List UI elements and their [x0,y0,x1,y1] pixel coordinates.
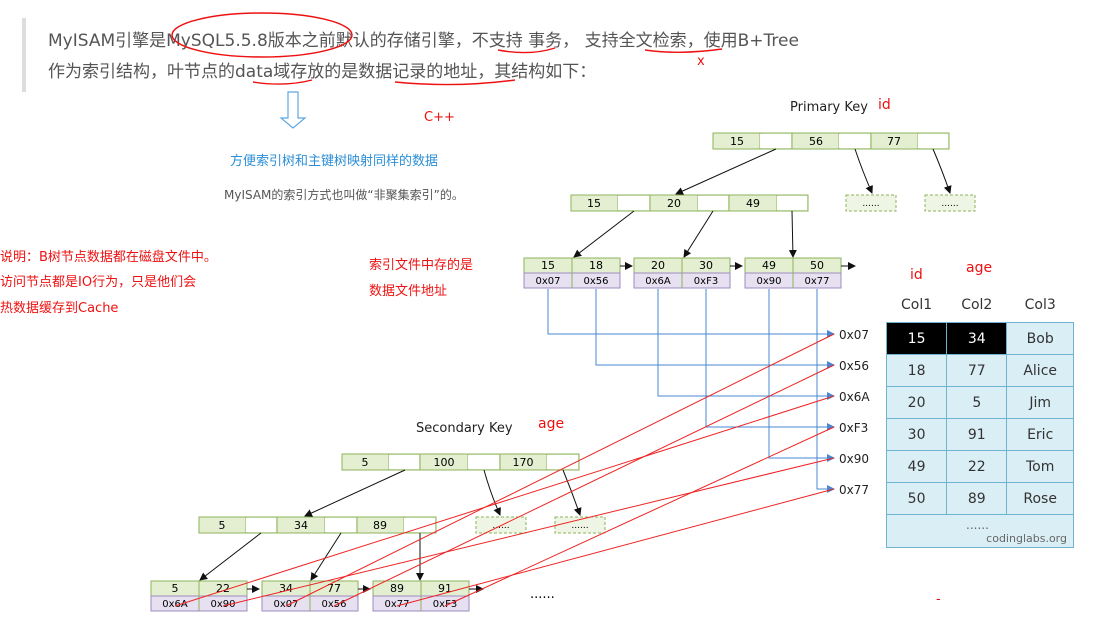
address-label: 0xF3 [839,421,868,435]
primary-level2-node: 15 20 49 [570,194,809,212]
svg-text:0x56: 0x56 [583,276,608,287]
svg-text:0x6A: 0x6A [645,276,671,287]
column-header: Col3 [1024,297,1056,313]
x-mark: x [697,54,705,69]
secondary-level2-node: 5 34 89 [198,516,437,534]
primary-root-node: 15 56 77 [712,132,950,150]
red-mapping-lines [174,333,835,607]
column-header: Col2 [961,297,993,313]
address-label: 0x6A [839,390,870,404]
svg-text:0xF3: 0xF3 [433,599,457,610]
stray-dash: - [936,592,941,607]
svg-text:0x6A: 0x6A [162,599,188,610]
address-label: 0x56 [839,359,869,373]
svg-text:20: 20 [651,259,665,272]
secondary-key-title: Secondary Key [416,421,513,436]
secondary-age-label: age [538,416,565,432]
explain-line-1: 说明：B树节点数据都在磁盘文件中。 [0,250,217,265]
index-file-note-2: 数据文件地址 [369,284,448,299]
table-row: 30 91 Eric [885,418,1074,451]
mapping-note: 方便索引树和主键树映射同样的数据 [230,154,439,169]
explain-line-3: 热数据缓存到Cache [0,301,119,316]
svg-text:0x90: 0x90 [210,599,235,610]
primary-leaf-node: 15 18 0x07 0x56 [523,257,621,289]
svg-text:50: 50 [810,259,824,272]
primary-leaf-node: 20 30 0x6A 0xF3 [633,257,731,289]
table-id-label: id [910,267,923,283]
secondary-trailing-ellipsis: ...... [530,587,555,602]
table-age-label: age [966,260,993,276]
table-row: 18 77 Alice [885,354,1074,387]
primary-key-title: Primary Key [790,100,868,115]
table-footer-ellipsis: ...... [966,517,989,532]
svg-text:89: 89 [390,582,404,595]
svg-text:49: 49 [762,259,776,272]
primary-ellipsis-label: ...... [941,199,958,209]
primary-ellipsis-label: ...... [862,199,879,209]
svg-text:0x90: 0x90 [756,276,781,287]
intro-line-2: 作为索引结构，叶节点的data域存放的是数据记录的地址，其结构如下： [48,62,597,82]
primary-level2-key: 20 [667,197,681,210]
table-row: 49 22 Tom [885,450,1074,483]
svg-text:89: 89 [373,519,387,532]
address-label: 0x90 [839,452,869,466]
intro-line-1: MyISAM引擎是MySQL5.5.8版本之前默认的存储引擎，不支持 事务， 支… [48,31,799,51]
column-header: Col1 [901,297,933,313]
primary-id-label: id [878,97,891,113]
svg-text:0x07: 0x07 [535,276,560,287]
primary-root-key: 56 [809,135,823,148]
svg-text:34: 34 [279,582,293,595]
svg-text:0xF3: 0xF3 [694,276,718,287]
svg-text:15: 15 [541,259,555,272]
index-file-note-1: 索引文件中存的是 [369,258,474,273]
data-file-table: Col1 Col2 Col3 15 34 Bob 18 77 Alice 20 … [885,288,1074,548]
table-footer-row: ...... codinglabs.org [886,514,1074,548]
svg-text:0x07: 0x07 [273,599,298,610]
svg-text:34: 34 [294,519,308,532]
secondary-root-node: 5 100 170 [341,453,580,471]
svg-text:5: 5 [219,519,226,532]
table-row: 50 89 Rose [885,482,1074,515]
watermark: codinglabs.org [986,531,1067,545]
quote-bar [22,18,26,92]
secondary-leaf-node: 34 77 0x07 0x56 [261,580,359,612]
svg-text:22: 22 [216,582,230,595]
primary-leaf-node: 49 50 0x90 0x77 [744,257,842,289]
nonclustered-note: MyISAM的索引方式也叫做“非聚集索引”的。 [224,188,464,202]
svg-text:0x56: 0x56 [321,599,346,610]
svg-text:5: 5 [362,456,369,469]
address-label: 0x07 [839,328,869,342]
primary-level2-key: 49 [746,197,760,210]
table-row: 20 5 Jim [885,386,1074,419]
table-row: 15 34 Bob [885,322,1074,355]
primary-ellipsis-node [924,194,976,212]
svg-text:5: 5 [172,582,179,595]
svg-text:0x77: 0x77 [804,276,829,287]
primary-root-key: 77 [887,135,901,148]
explain-line-2: 访问节点都是IO行为，只是他们会 [0,275,197,290]
primary-root-key: 15 [730,135,744,148]
svg-text:18: 18 [589,259,603,272]
secondary-leaf-node: 5 22 0x6A 0x90 [150,580,248,612]
svg-text:30: 30 [699,259,713,272]
primary-ellipsis-node [845,194,897,212]
primary-level2-key: 15 [587,197,601,210]
secondary-ellipsis-node [554,516,606,534]
svg-text:100: 100 [434,456,455,469]
svg-text:77: 77 [327,582,341,595]
svg-text:0x77: 0x77 [384,599,409,610]
secondary-leaf-node: 89 91 0x77 0xF3 [372,580,470,612]
cpp-note: C++ [424,110,455,125]
svg-text:......: ...... [571,521,588,531]
svg-text:170: 170 [513,456,534,469]
address-connectors [547,289,835,493]
address-label: 0x77 [839,483,869,497]
